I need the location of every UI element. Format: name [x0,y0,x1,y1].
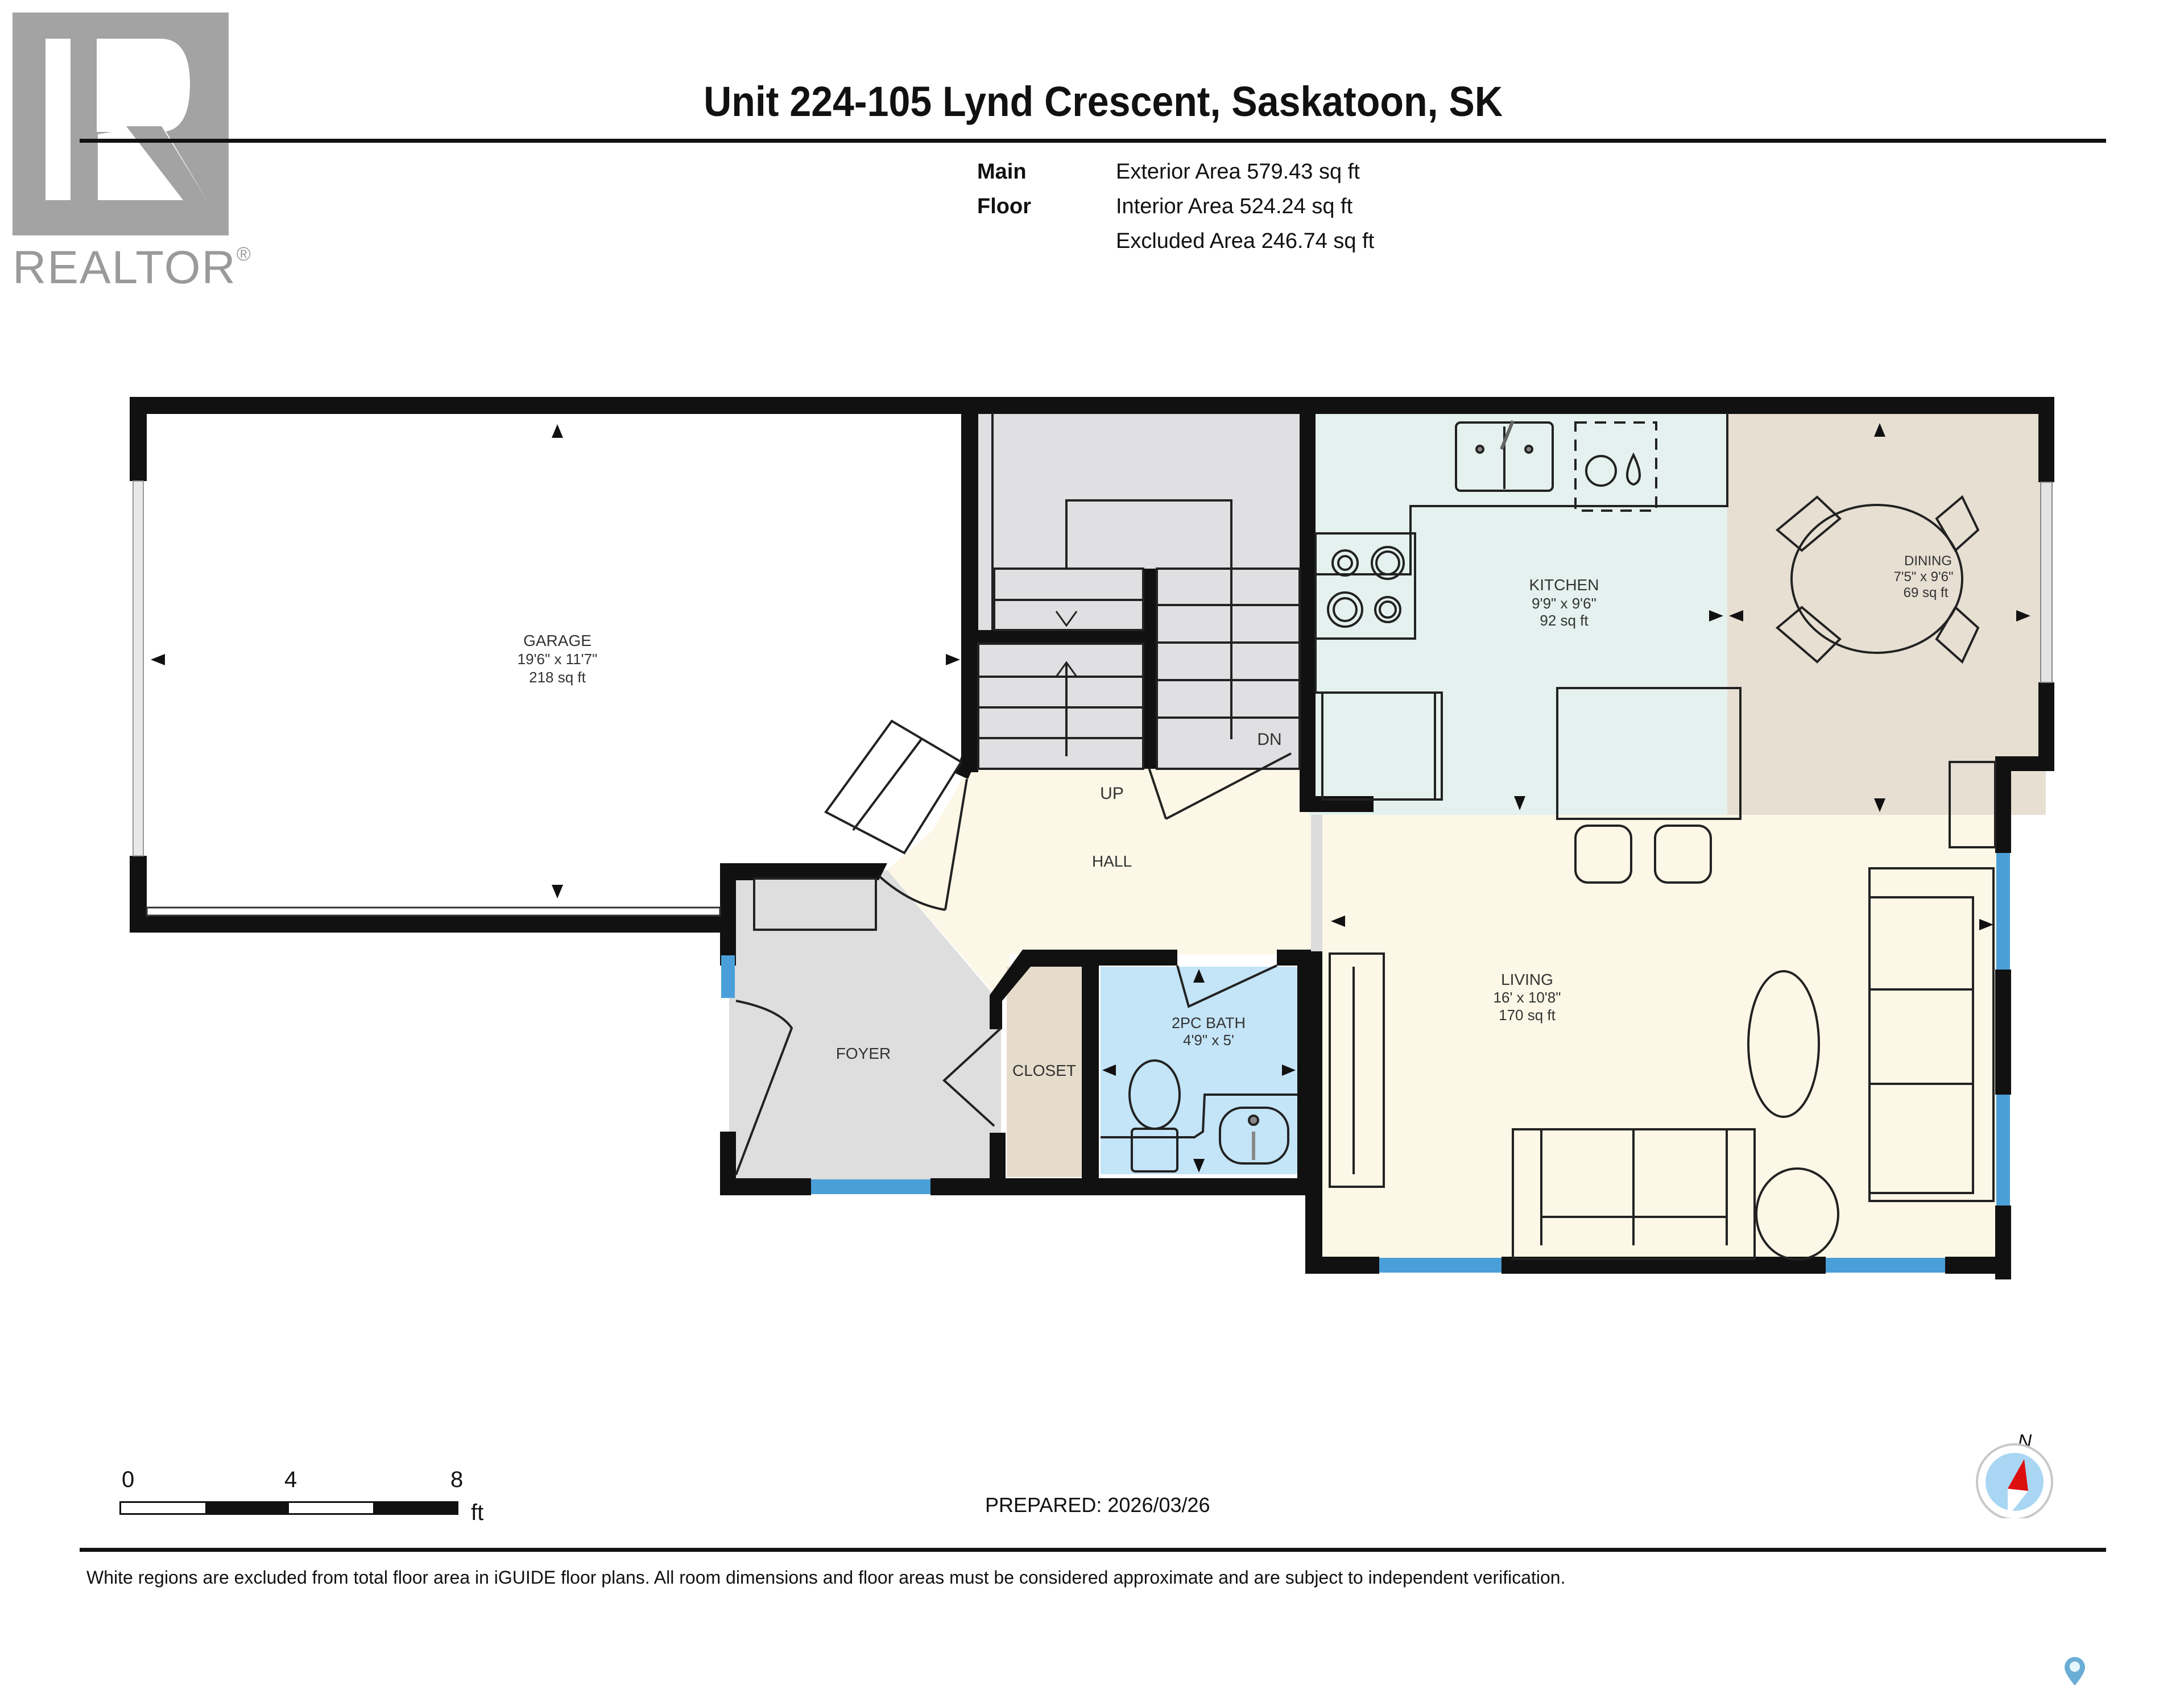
registered-mark: ® [236,243,252,265]
bar-stool-icon [1574,825,1632,884]
walls [130,397,2054,1279]
dining-window [2040,482,2053,683]
fridge-icon [1321,691,1443,801]
stairs-up-label: UP [1100,784,1124,803]
foyer-side-window [721,955,735,998]
living-right-window-2 [1996,1095,2010,1206]
living-dims: 16' x 10'8" [1494,989,1561,1006]
kitchen-area: 92 sq ft [1540,612,1589,629]
living-furniture [1329,867,1995,1261]
closet-floor [1007,967,1082,1177]
garage-label: GARAGE [523,632,592,649]
kitchen-fixtures [1314,413,1742,884]
foyer-fixtures [735,877,1002,1175]
dining-label: DINING [1904,553,1952,569]
garage-floor [139,413,967,928]
bath-fixtures [1101,964,1297,1173]
location-pin-icon [2063,1656,2086,1687]
interior-area: Interior Area 524.24 sq ft [1116,194,1353,218]
realtor-r-mark-icon [13,13,229,235]
hall-floor [887,769,2002,1265]
kitchen-island-icon [1556,687,1742,820]
sink-icon [1219,1107,1289,1165]
bath-door-icon [1176,964,1277,1008]
prepared-date: PREPARED: 2026/03/26 [985,1493,1210,1517]
dimension-markers [151,423,2030,1173]
closet-label: CLOSET [1012,1062,1076,1079]
living-right-window-1 [1996,853,2010,970]
foyer-bench-icon [753,877,877,931]
coffee-table-icon [1747,970,1820,1118]
dining-chair-icon [1775,495,1842,552]
scale-bar-graphic [119,1501,458,1515]
dining-table [1775,495,1996,848]
dining-chair-icon [1935,495,1980,553]
header-divider [80,139,2106,143]
stairs-down-label: DN [1257,730,1281,749]
exterior-area: Exterior Area 579.43 sq ft [1116,160,1360,184]
scale-ticks: 0 4 8 [119,1467,463,1498]
scale-tick: 8 [450,1467,464,1492]
living-area: 170 sq ft [1499,1006,1556,1024]
dining-floor [1727,413,2046,815]
side-table-icon [1755,1167,1839,1261]
dining-chair-icon [1775,606,1842,664]
stove-icon [1314,532,1416,640]
foyer-floor [729,870,1001,1186]
bath-dims: 4'9" x 5' [1183,1032,1234,1049]
excluded-area: Excluded Area 246.74 sq ft [1116,229,1375,253]
foyer-bottom-window [811,1179,930,1194]
bath-label: 2PC BATH [1172,1014,1246,1032]
entry-door-icon [735,1000,793,1175]
scale-bar: 0 4 8 ft [119,1467,483,1525]
kitchen-label: KITCHEN [1529,576,1599,594]
windows [133,481,2053,1273]
room-fills [139,413,2046,1265]
staircase [977,413,1301,820]
dining-cabinet-icon [1949,761,1996,848]
hall-living-opening [1311,815,1322,951]
double-sink-icon [1455,421,1554,492]
bath-floor [1101,967,1297,1174]
bar-stool-icon [1654,825,1712,884]
scale-tick: 0 [122,1467,135,1492]
dining-chair-icon [1935,605,1980,664]
footer-divider [80,1548,2106,1552]
scale-tick: 4 [284,1467,297,1492]
garage-window [133,481,144,856]
kitchen-dims: 9'9" x 9'6" [1532,595,1596,612]
garage-door-track [146,906,721,917]
dining-area: 69 sq ft [1904,585,1949,600]
stairs-floor [977,413,1300,769]
round-table-icon [1790,504,1963,654]
realtor-logo: REALTOR® [13,13,252,295]
floor-name: Main Floor [977,160,1031,218]
garage-hall-door [824,719,968,911]
disclaimer-text: White regions are excluded from total fl… [86,1567,1566,1588]
realtor-wordmark: REALTOR® [13,242,252,293]
living-bottom-window-1 [1379,1258,1502,1273]
area-list: Exterior Area 579.43 sq ft Interior Area… [1116,155,1374,259]
dishwasher-icon [1574,421,1657,512]
living-label: LIVING [1501,971,1553,988]
tv-console-icon [1329,952,1385,1188]
closet-door-icon [942,1027,1002,1127]
page-title: Unit 224-105 Lynd Crescent, Saskatoon, S… [704,78,1503,125]
north-compass-icon: N [1975,1427,2054,1521]
scale-unit: ft [471,1500,484,1525]
foyer-label: FOYER [836,1045,891,1062]
dining-dims: 7'5" x 9'6" [1894,569,1954,585]
hall-label: HALL [1092,852,1132,870]
kitchen-floor [1309,413,1727,815]
living-bottom-window-2 [1826,1258,1945,1273]
garage-area: 218 sq ft [529,669,586,686]
garage-dims: 19'6" x 11'7" [518,651,598,668]
